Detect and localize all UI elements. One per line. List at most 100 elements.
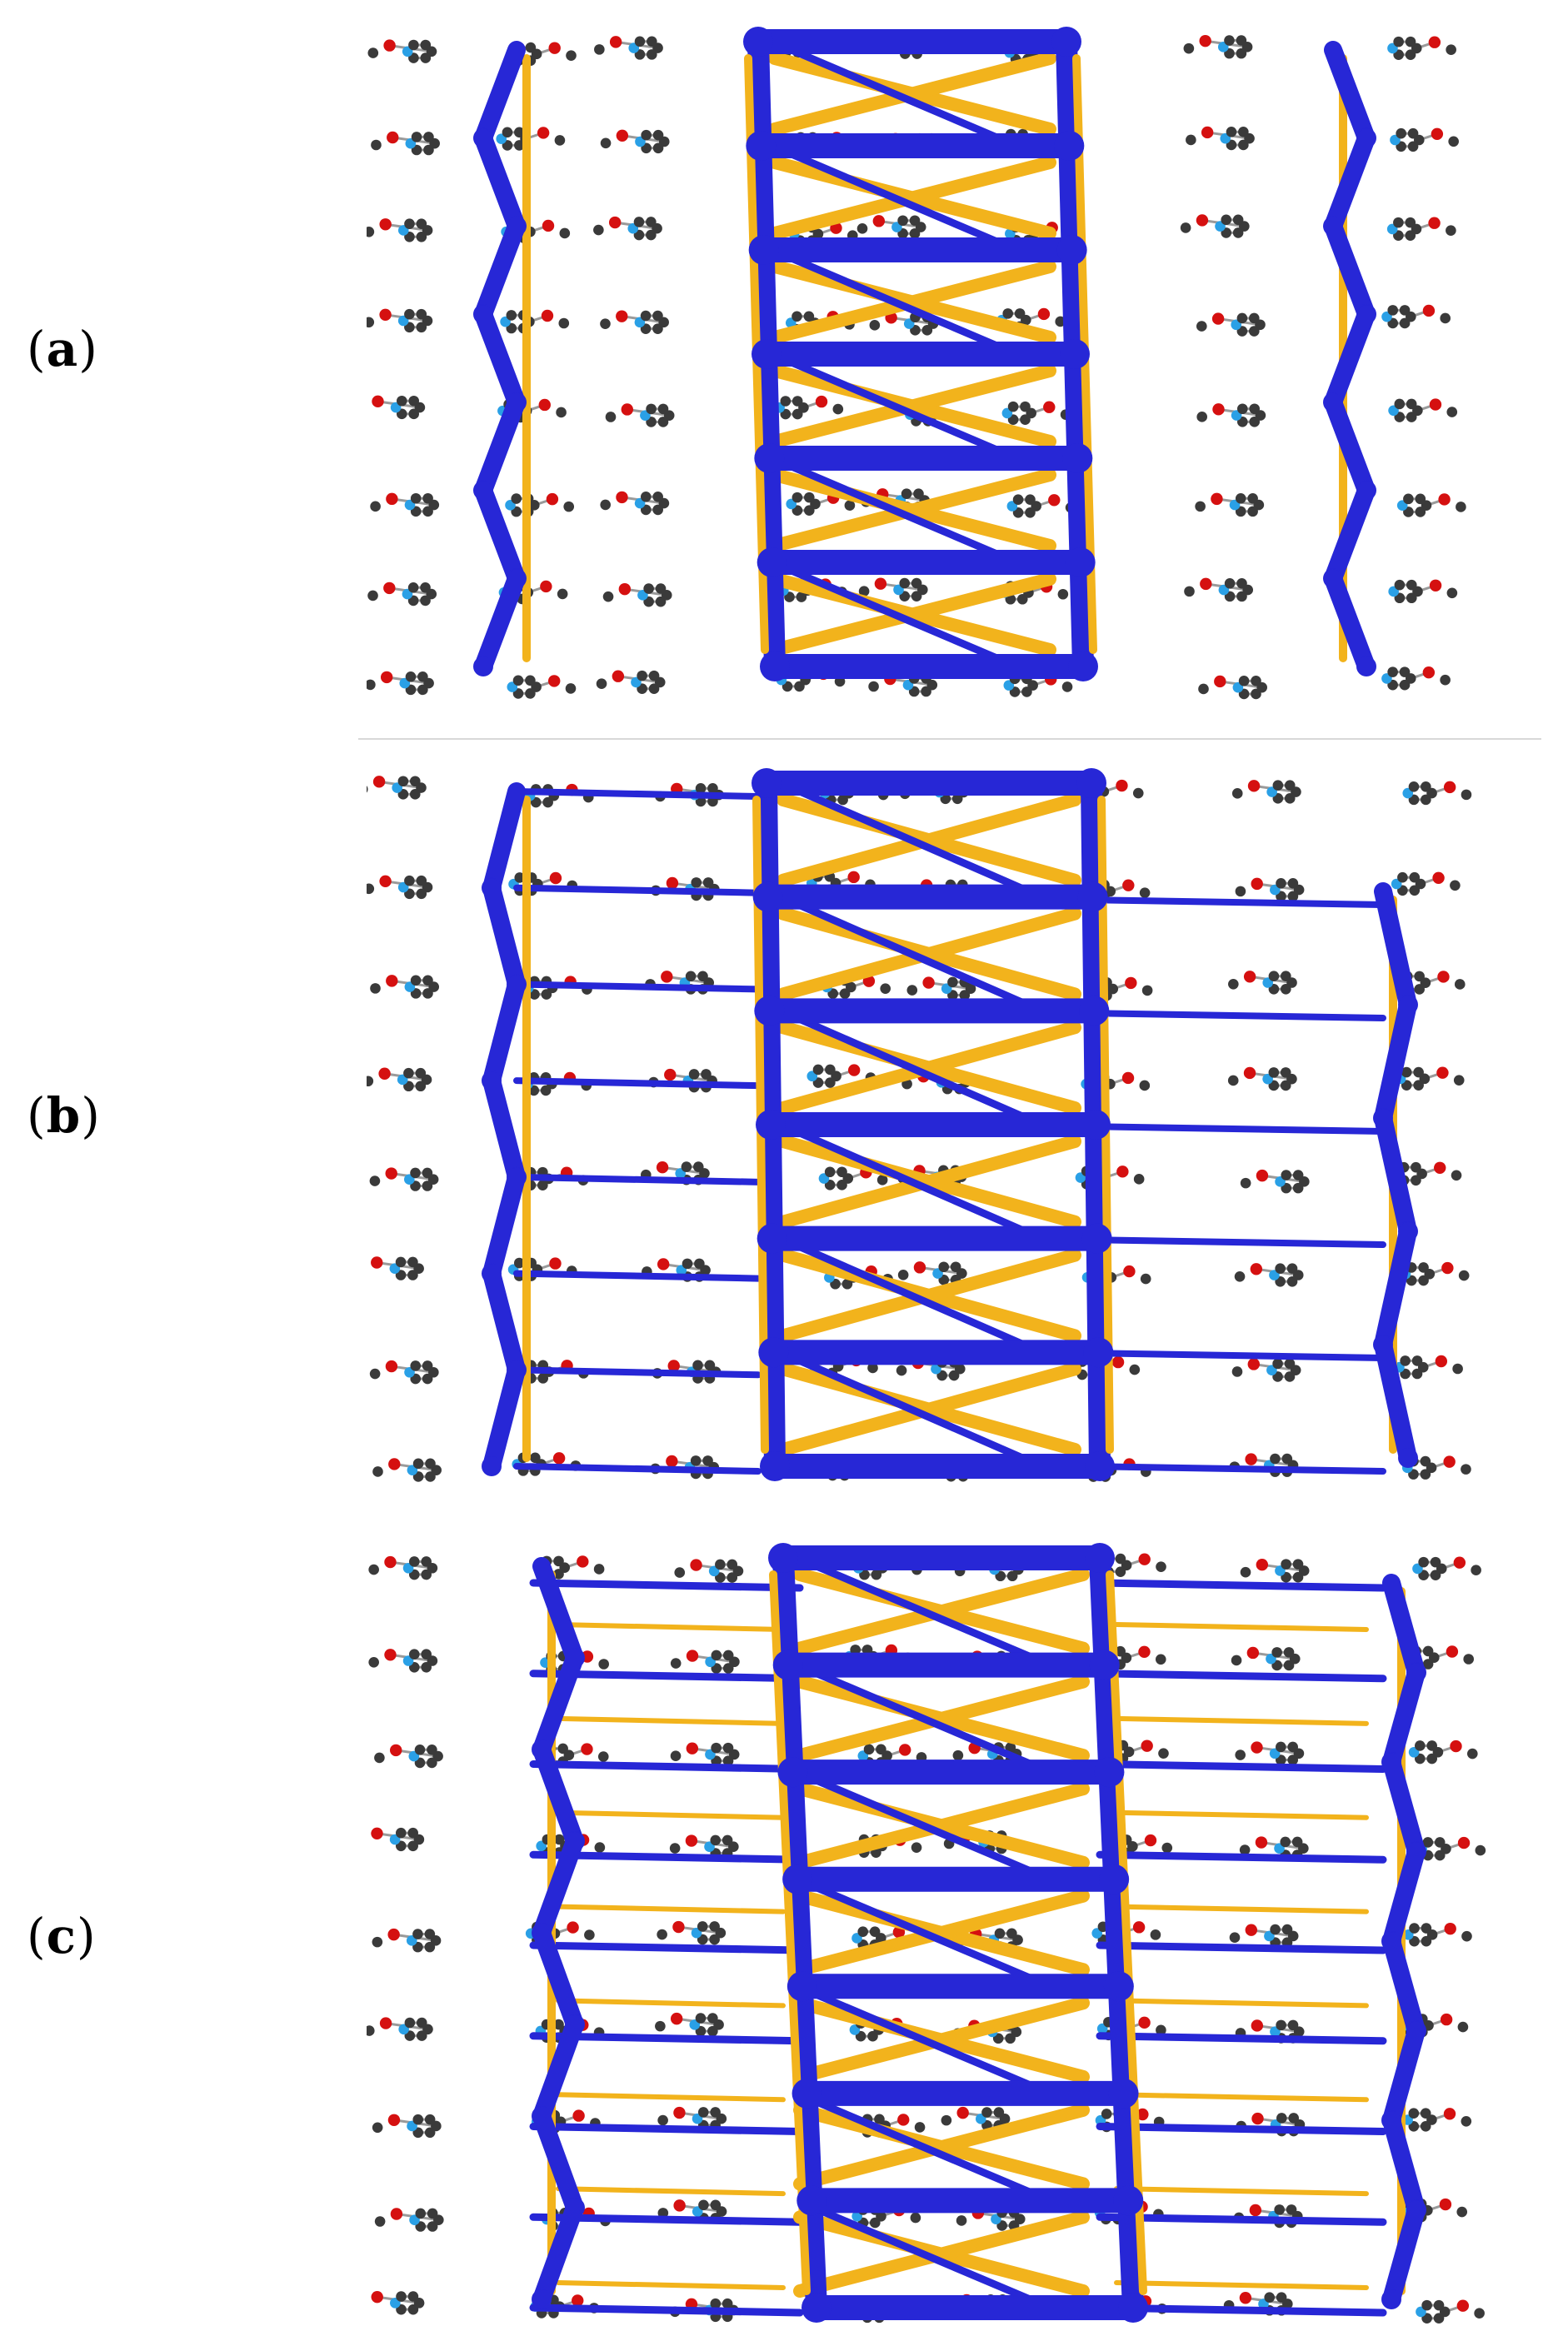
carbon-atom [1411,1368,1423,1380]
carbon-atom [850,1645,861,1655]
carbon-atom [1407,141,1419,152]
carbon-atom [867,2030,878,2042]
carbon-atom [367,883,375,895]
carbon-atom [1446,587,1458,599]
carbon-atom [407,1840,418,1852]
oxygen-atom [1422,304,1436,317]
carbon-atom [1281,1170,1292,1180]
carbon-atom [1454,979,1466,990]
carbon-atom [861,1645,873,1655]
carbon-atom [655,583,667,594]
carbon-atom [1387,305,1399,316]
carbon-atom [559,227,571,239]
oxygen-atom [1446,1645,1459,1658]
carbon-atom [415,1067,427,1079]
oxygen-atom [1211,312,1225,325]
oxygen-atom [549,871,562,885]
oxygen-atom [1429,579,1442,591]
framework-blue-rod [1096,1941,1387,1954]
carbon-atom [1268,1067,1280,1078]
framework-blue-rod [1374,882,1417,1014]
carbon-atom [1158,1748,1169,1759]
carbon-atom [707,2025,718,2037]
carbon-atom [1284,780,1296,791]
carbon-atom [409,776,421,787]
carbon-atom [1433,2299,1445,2311]
carbon-atom [605,412,617,422]
framework-yellow-rod [556,1809,786,1820]
framework-yellow-rod [769,1570,811,2295]
framework-node [1089,1650,1120,1680]
oxygen-atom [1250,1263,1263,1275]
carbon-atom [1006,1570,1018,1582]
framework-blue-rod [474,392,526,500]
carbon-atom [1283,1660,1295,1671]
framework-node [1108,2078,1139,2109]
carbon-atom [370,501,381,512]
framework-blue-rod [513,981,762,993]
carbon-atom [1249,312,1260,324]
framework-node [1083,1337,1114,1368]
carbon-atom [1276,2113,1287,2124]
oxygen-atom [616,129,629,142]
carbon-atom [1414,971,1425,982]
carbon-atom [670,1750,682,1762]
framework-blue-rod [513,884,762,896]
carbon-atom [876,1744,886,1755]
oxygen-atom [1132,1921,1146,1934]
oxygen-atom [390,2208,403,2220]
framework-yellow-rod [556,1904,786,1914]
carbon-atom [1237,403,1248,415]
carbon-atom [952,1750,964,1761]
carbon-atom [858,586,870,596]
oxygen-atom [1435,1355,1448,1368]
carbon-atom [652,129,664,141]
oxygen-atom [666,876,679,890]
carbon-atom [1236,577,1247,589]
carbon-atom [1249,417,1261,427]
oxygen-atom [1429,398,1442,411]
carbon-atom [422,1167,433,1179]
carbon-atom [1292,1571,1304,1583]
framework-blue-rod [482,1071,526,1186]
carbon-atom [825,1064,836,1076]
carbon-atom [396,395,407,407]
oxygen-atom [1116,779,1128,792]
carbon-atom [1271,1647,1282,1658]
framework-node [756,1110,786,1140]
carbon-atom [1025,494,1036,505]
framework-node [743,27,773,57]
carbon-atom [1414,984,1425,995]
framework-blue-rod [796,1356,1046,1470]
oxygen-atom [387,131,399,144]
carbon-atom [1196,321,1207,332]
carbon-atom [371,139,382,151]
carbon-atom [417,671,428,682]
oxygen-atom [378,1067,391,1080]
carbon-atom [1287,1755,1299,1765]
oxygen-atom [1239,2292,1252,2304]
carbon-atom [710,2199,722,2211]
oxygen-atom [690,1559,702,1571]
carbon-atom [1421,2299,1432,2311]
carbon-atom [557,588,568,600]
carbon-atom [825,1077,836,1088]
carbon-atom [1446,225,1456,237]
carbon-atom [641,129,652,141]
carbon-atom [1467,1748,1478,1759]
carbon-atom [1268,971,1280,981]
framework-blue-rod [1382,1574,1426,1682]
carbon-atom [1421,794,1431,806]
oxygen-atom [616,310,628,322]
framework-blue-rod [1324,569,1376,676]
framework-node [1051,27,1081,57]
framework-node [482,1456,502,1476]
framework-node [1085,1451,1115,1481]
carbon-atom [911,577,922,589]
carbon-atom [704,1360,716,1371]
carbon-atom [899,577,911,589]
carbon-atom [1021,686,1032,697]
framework-blue-rod [812,1884,1054,1990]
carbon-atom [722,1755,734,1767]
carbon-atom [425,1471,436,1482]
